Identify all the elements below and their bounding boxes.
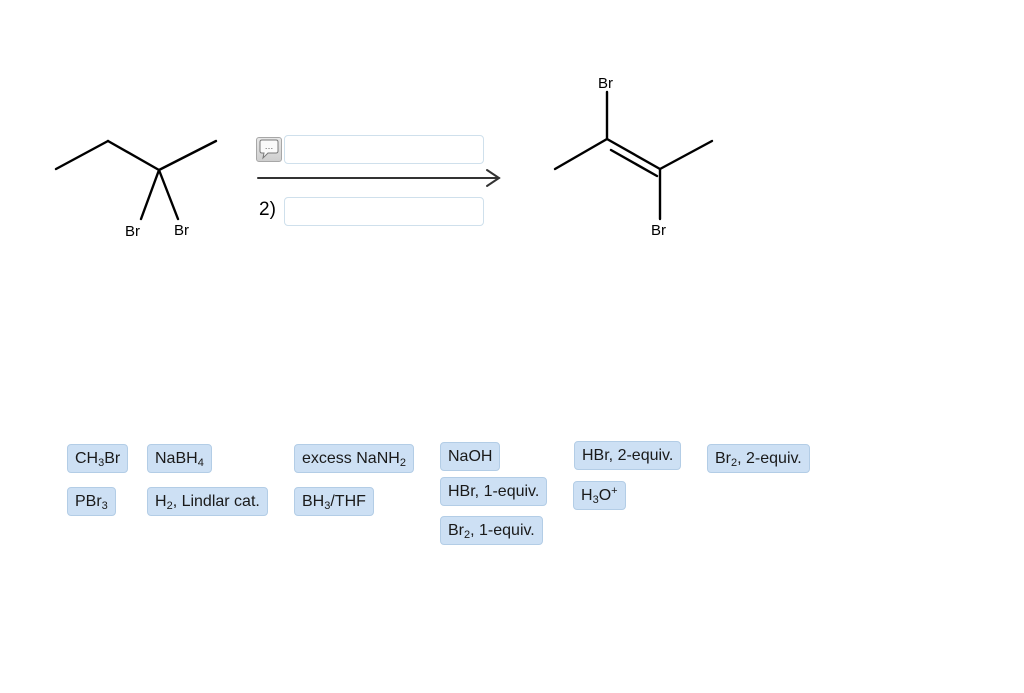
reagent-pbr3[interactable]: PBr3	[67, 487, 116, 516]
reagent-nabh4[interactable]: NaBH4	[147, 444, 212, 473]
reagent-label-part: excess NaNH	[302, 450, 400, 467]
reagent-bh3-thf[interactable]: BH3/THF	[294, 487, 374, 516]
reagent-label-part: O	[598, 487, 612, 504]
reagent-label-part: NaOH	[448, 448, 493, 465]
reagent-hbr-1equiv[interactable]: HBr, 1-equiv.	[440, 477, 548, 506]
reagent-label-part: 3	[592, 494, 599, 506]
product-br-top: Br	[598, 75, 613, 92]
reagent-label-part: BH	[302, 493, 325, 510]
reagent-label-part: NaBH	[155, 450, 198, 467]
reagent-label-part: , Lindlar cat.	[172, 493, 260, 510]
reaction-scheme: Br Br Br Br	[54, 75, 714, 240]
reagent-label-part: 2	[731, 457, 738, 469]
reagent-label-part: H	[581, 487, 593, 504]
reagent-br2-1equiv[interactable]: Br2, 1-equiv.	[440, 516, 543, 545]
hint-glyph: …	[265, 141, 274, 151]
reagent-naoh[interactable]: NaOH	[440, 442, 501, 471]
reagent-label-part: 2	[399, 457, 406, 469]
hint-button[interactable]: …	[256, 137, 282, 162]
reagent-label-part: CH	[75, 450, 99, 467]
product-br-bottom: Br	[651, 222, 666, 239]
reagent-label-part: Br	[104, 450, 121, 467]
reagent-excess-nanh2[interactable]: excess NaNH2	[294, 444, 414, 473]
reagent-label-part: 4	[197, 457, 204, 469]
reagent-label-part: Br	[715, 450, 731, 467]
reagent-label-part: +	[611, 485, 618, 497]
reagent-label-part: HBr, 1-equiv.	[448, 483, 540, 500]
reactant-br-right: Br	[174, 222, 189, 239]
reagent-label-part: , 2-equiv.	[737, 450, 802, 467]
reagent-h3o-plus[interactable]: H3O+	[573, 481, 626, 510]
reagent-ch3br[interactable]: CH3Br	[67, 444, 129, 473]
reagent-hbr-2equiv[interactable]: HBr, 2-equiv.	[574, 441, 682, 470]
reagent-label-part: 3	[101, 500, 108, 512]
reagent-label-part: HBr, 2-equiv.	[582, 447, 674, 464]
reagent-label-part: 2	[464, 529, 471, 541]
reagent-label-part: 3	[98, 457, 105, 469]
reagent-br2-2equiv[interactable]: Br2, 2-equiv.	[707, 444, 810, 473]
reaction-arrow	[257, 169, 501, 187]
step2-label: 2)	[259, 199, 276, 220]
reagent-label-part: 2	[166, 500, 173, 512]
speech-bubble-ellipsis-icon: …	[259, 139, 279, 160]
reagent-label-part: , 1-equiv.	[470, 522, 535, 539]
reactant-structure	[54, 139, 218, 221]
reagent-label-part: 3	[324, 500, 331, 512]
reagent-h2-lindlar[interactable]: H2, Lindlar cat.	[147, 487, 268, 516]
reactant-br-left: Br	[125, 223, 140, 240]
step2-drop-zone[interactable]	[284, 197, 484, 226]
reagent-label-part: H	[155, 493, 167, 510]
product-structure	[553, 90, 714, 221]
reagent-label-part: Br	[448, 522, 464, 539]
reagent-label-part: PBr	[75, 493, 102, 510]
step1-drop-zone[interactable]	[284, 135, 484, 164]
reagent-label-part: /THF	[330, 493, 366, 510]
